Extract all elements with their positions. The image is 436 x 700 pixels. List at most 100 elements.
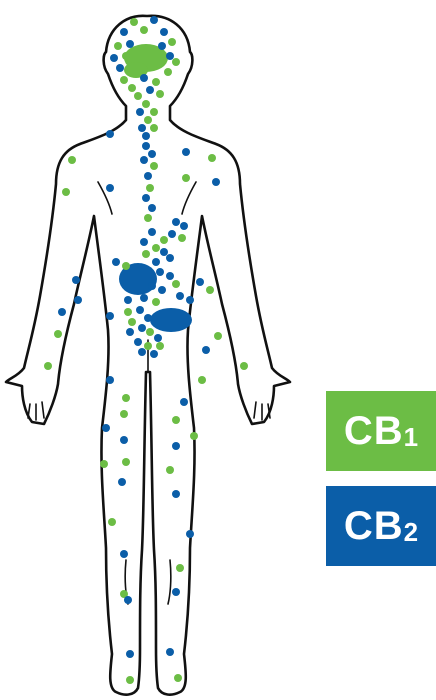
cb2-receptor-dot bbox=[126, 650, 134, 658]
cb1-receptor-dot bbox=[150, 124, 158, 132]
cb2-receptor-dot bbox=[156, 268, 164, 276]
cb2-receptor-dot bbox=[116, 64, 124, 72]
cb1-receptor-dot bbox=[152, 298, 160, 306]
cb1-receptor-dot bbox=[172, 58, 180, 66]
cb2-receptor-dot bbox=[180, 222, 188, 230]
cb2-receptor-dot bbox=[102, 424, 110, 432]
cb1-receptor-dot bbox=[144, 116, 152, 124]
cb2-receptor-dot bbox=[106, 312, 114, 320]
cb2-receptor-dot bbox=[140, 74, 148, 82]
cb2-receptor-dot bbox=[120, 550, 128, 558]
cb2-receptor-dot bbox=[148, 228, 156, 236]
cb1-receptor-dot bbox=[156, 90, 164, 98]
cb2-receptor-dot bbox=[138, 124, 146, 132]
cb1-receptor-dot bbox=[126, 676, 134, 684]
cb2-receptor-dot bbox=[126, 328, 134, 336]
cb1-receptor-dot bbox=[166, 466, 174, 474]
cb1-receptor-dot bbox=[134, 92, 142, 100]
cb1-receptor-dot bbox=[144, 214, 152, 222]
cb1-legend-text: CB bbox=[344, 409, 404, 454]
cb2-receptor-dot bbox=[150, 350, 158, 358]
cb2-receptor-dot bbox=[172, 490, 180, 498]
cb2-legend-label: CB2 bbox=[326, 486, 436, 566]
cb2-receptor-dot bbox=[110, 54, 118, 62]
cb2-receptor-dot bbox=[182, 148, 190, 156]
cb1-receptor-dot bbox=[176, 564, 184, 572]
cb2-receptor-dot bbox=[140, 156, 148, 164]
cb2-receptor-dot bbox=[58, 308, 66, 316]
cb2-receptor-dot bbox=[120, 436, 128, 444]
cb1-receptor-dot bbox=[114, 42, 122, 50]
cb1-receptor-dot bbox=[156, 342, 164, 350]
cb2-receptor-dot bbox=[142, 132, 150, 140]
cb2-receptor-dot bbox=[202, 346, 210, 354]
cb1-legend-subscript: 1 bbox=[404, 422, 418, 453]
cb2-receptor-dot bbox=[196, 278, 204, 286]
cb1-receptor-dot bbox=[206, 286, 214, 294]
cb2-receptor-dot bbox=[120, 28, 128, 36]
cb1-receptor-dot bbox=[172, 416, 180, 424]
cb2-receptor-dot bbox=[124, 296, 132, 304]
cb2-receptor-dot bbox=[142, 194, 150, 202]
cb1-receptor-dot bbox=[142, 250, 150, 258]
cb2-receptor-dot bbox=[136, 306, 144, 314]
cb1-receptor-dot bbox=[128, 84, 136, 92]
cb2-receptor-dot bbox=[160, 248, 168, 256]
cb1-receptor-dot bbox=[54, 330, 62, 338]
cb1-receptor-dot bbox=[164, 68, 172, 76]
cb1-receptor-dot bbox=[100, 460, 108, 468]
cb2-receptor-dot bbox=[136, 108, 144, 116]
cb1-receptor-dot bbox=[120, 76, 128, 84]
cb1-receptor-dot bbox=[150, 108, 158, 116]
cb1-receptor-dot bbox=[208, 154, 216, 162]
cb1-receptor-dot bbox=[120, 410, 128, 418]
cb1-receptor-dot bbox=[122, 394, 130, 402]
cb1-receptor-dot bbox=[44, 362, 52, 370]
cb2-receptor-dot bbox=[158, 286, 166, 294]
cb1-receptor-dot bbox=[108, 518, 116, 526]
cb2-receptor-dot bbox=[106, 184, 114, 192]
cb1-receptor-dot bbox=[152, 244, 160, 252]
cb2-receptor-dot bbox=[144, 314, 152, 322]
cb2-receptor-dot bbox=[138, 348, 146, 356]
cb2-receptor-dot bbox=[168, 230, 176, 238]
cb1-receptor-dot bbox=[152, 78, 160, 86]
cb2-receptor-dot bbox=[118, 478, 126, 486]
cb1-receptor-dot bbox=[124, 308, 132, 316]
cb2-receptor-dot bbox=[106, 376, 114, 384]
cb1-receptor-dot bbox=[128, 318, 136, 326]
cb2-receptor-dot bbox=[134, 338, 142, 346]
cb2-receptor-dot bbox=[154, 334, 162, 342]
cb2-receptor-dot bbox=[212, 178, 220, 186]
cb1-receptor-dot bbox=[146, 328, 154, 336]
cb2-receptor-dot bbox=[166, 52, 174, 60]
cb2-receptor-dot bbox=[172, 442, 180, 450]
cb1-receptor-dot bbox=[140, 26, 148, 34]
cb2-receptor-dot bbox=[148, 204, 156, 212]
cb1-receptor-dot bbox=[178, 234, 186, 242]
cb2-receptor-dot bbox=[176, 292, 184, 300]
cb1-receptor-dot bbox=[122, 262, 130, 270]
cb2-receptor-dot bbox=[172, 218, 180, 226]
cb2-receptor-dot bbox=[150, 16, 158, 24]
cb1-receptor-dot bbox=[172, 280, 180, 288]
cb1-receptor-dot bbox=[190, 432, 198, 440]
cb1-receptor-dot bbox=[62, 188, 70, 196]
cb2-receptor-dot bbox=[186, 296, 194, 304]
cb2-receptor-dot bbox=[160, 28, 168, 36]
cb2-legend-text: CB bbox=[344, 504, 404, 549]
cb2-receptor-dot bbox=[124, 596, 132, 604]
cb2-receptor-dot bbox=[140, 238, 148, 246]
cb1-receptor-dot bbox=[122, 458, 130, 466]
cb1-receptor-dot bbox=[214, 332, 222, 340]
cb1-receptor-dot bbox=[144, 342, 152, 350]
cb1-receptor-dot bbox=[174, 674, 182, 682]
cb1-receptor-dot bbox=[130, 18, 138, 26]
cb2-receptor-dot bbox=[166, 648, 174, 656]
cb1-receptor-dot bbox=[182, 174, 190, 182]
cb2-receptor-dot bbox=[166, 272, 174, 280]
cb2-receptor-dot bbox=[166, 254, 174, 262]
cb1-receptor-dot bbox=[68, 156, 76, 164]
